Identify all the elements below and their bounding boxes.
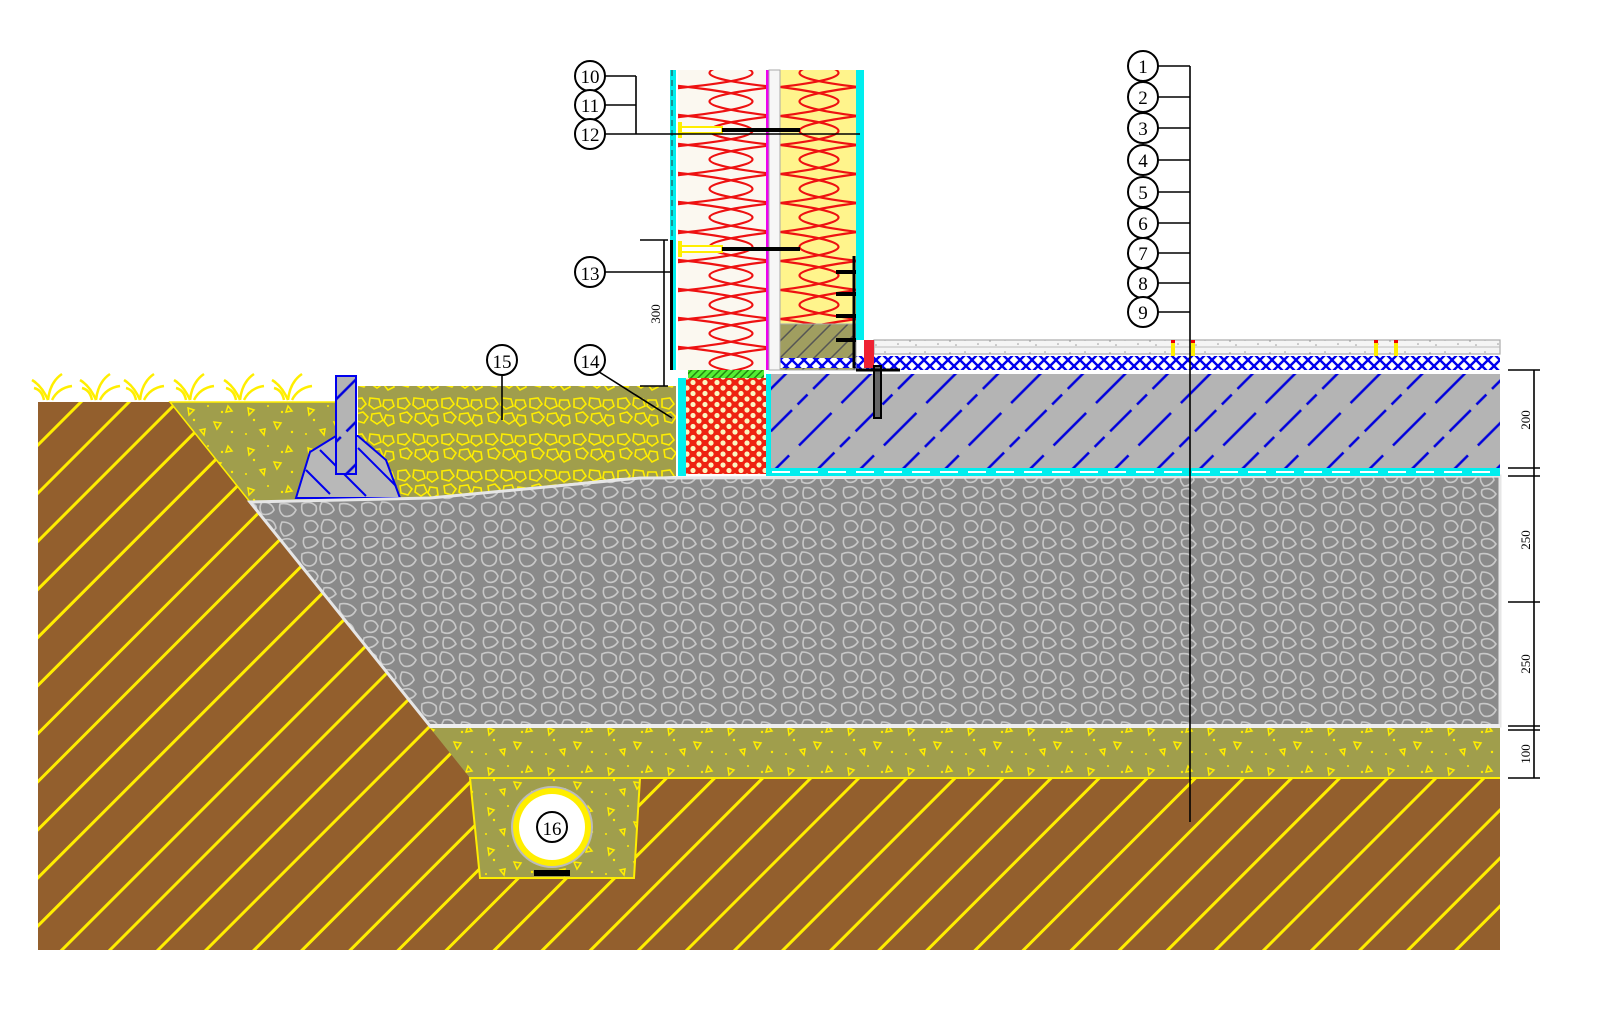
callout-6: 6 xyxy=(1127,207,1159,239)
wall-mesh-strip xyxy=(780,358,856,368)
grass-tuft xyxy=(79,372,121,401)
crushed-gravel-base xyxy=(246,474,1502,728)
callout-1: 1 xyxy=(1127,50,1159,82)
slab-membrane-left xyxy=(766,374,771,476)
curb-stone xyxy=(335,375,357,475)
dim-sand-bed: 100 xyxy=(1518,744,1533,764)
callout-11-label: 11 xyxy=(581,96,599,117)
callout-16: 16 xyxy=(536,811,568,843)
floor-heating-pipes xyxy=(1171,340,1398,356)
drain-pipe-support xyxy=(534,870,570,876)
callout-5: 5 xyxy=(1127,176,1159,208)
grass-tuft xyxy=(173,372,215,401)
grass-tuft xyxy=(223,372,265,401)
insulation-anchor-upper xyxy=(678,122,800,138)
wall-inner-insulation xyxy=(780,70,856,324)
grass-symbols xyxy=(31,372,313,401)
callout-7: 7 xyxy=(1127,237,1159,269)
wall-outer-render xyxy=(670,70,676,370)
callout-8: 8 xyxy=(1127,267,1159,299)
dim-plinth: 300 xyxy=(648,304,663,324)
sand-bed xyxy=(430,728,1500,778)
right-callout-leaders xyxy=(1158,65,1190,313)
drainage-pebble-fill xyxy=(358,386,676,500)
callout-9-label: 9 xyxy=(1138,303,1148,324)
callout-6-label: 6 xyxy=(1138,214,1148,235)
plinth-seal-strip xyxy=(688,370,764,378)
callout-9: 9 xyxy=(1127,296,1159,328)
callout-11: 11 xyxy=(574,89,606,121)
callout-15-label: 15 xyxy=(493,352,512,373)
floor-mesh-insulation xyxy=(770,356,1500,370)
callout-10: 10 xyxy=(574,60,606,92)
dimension-chain xyxy=(1508,369,1540,779)
wall-stud-gap xyxy=(768,69,781,371)
right-callout-group: 1 2 3 4 5 6 7 8 9 xyxy=(1127,50,1159,328)
callout-2-label: 2 xyxy=(1138,88,1148,109)
callout-5-label: 5 xyxy=(1138,183,1148,204)
callout-14-label: 14 xyxy=(581,352,601,373)
callout-12: 12 xyxy=(574,118,606,150)
dim-slab: 200 xyxy=(1518,410,1533,430)
slab-membrane-bottom xyxy=(766,468,1500,476)
grass-tuft xyxy=(271,372,313,401)
wall-inner-board xyxy=(856,70,864,340)
skirting-red xyxy=(864,340,874,368)
dim-gravel-upper: 250 xyxy=(1518,530,1533,550)
callout-13-label: 13 xyxy=(581,264,600,285)
grass-tuft xyxy=(123,372,165,401)
callout-16-label: 16 xyxy=(543,819,562,840)
concrete-slab xyxy=(768,374,1500,470)
insulation-anchor-lower xyxy=(678,241,800,257)
plinth-profile xyxy=(670,240,673,370)
callout-10-label: 10 xyxy=(581,67,600,88)
plinth-xps-insulation xyxy=(686,378,766,474)
callout-4: 4 xyxy=(1127,144,1159,176)
callout-4-label: 4 xyxy=(1138,151,1148,172)
wall-outer-insulation xyxy=(678,70,766,370)
grass-tuft xyxy=(31,372,73,401)
callout-3: 3 xyxy=(1127,112,1159,144)
callout-8-label: 8 xyxy=(1138,274,1148,295)
plinth-membrane xyxy=(678,378,686,476)
callout-15: 15 xyxy=(486,344,518,376)
natural-soil xyxy=(38,402,1500,950)
callout-2: 2 xyxy=(1127,81,1159,113)
callout-12-label: 12 xyxy=(581,125,600,146)
callout-13: 13 xyxy=(574,256,606,288)
inner-fasteners xyxy=(836,256,856,368)
callout-1-label: 1 xyxy=(1138,57,1148,78)
slab-anchor-bolt xyxy=(856,365,900,419)
callout-7-label: 7 xyxy=(1138,244,1148,265)
wall-vapor-barrier xyxy=(766,70,769,370)
callout-14: 14 xyxy=(574,344,606,376)
dim-gravel-lower: 250 xyxy=(1518,654,1533,674)
callout-3-label: 3 xyxy=(1138,119,1148,140)
wall-callout-group: 10 11 12 xyxy=(574,60,606,150)
